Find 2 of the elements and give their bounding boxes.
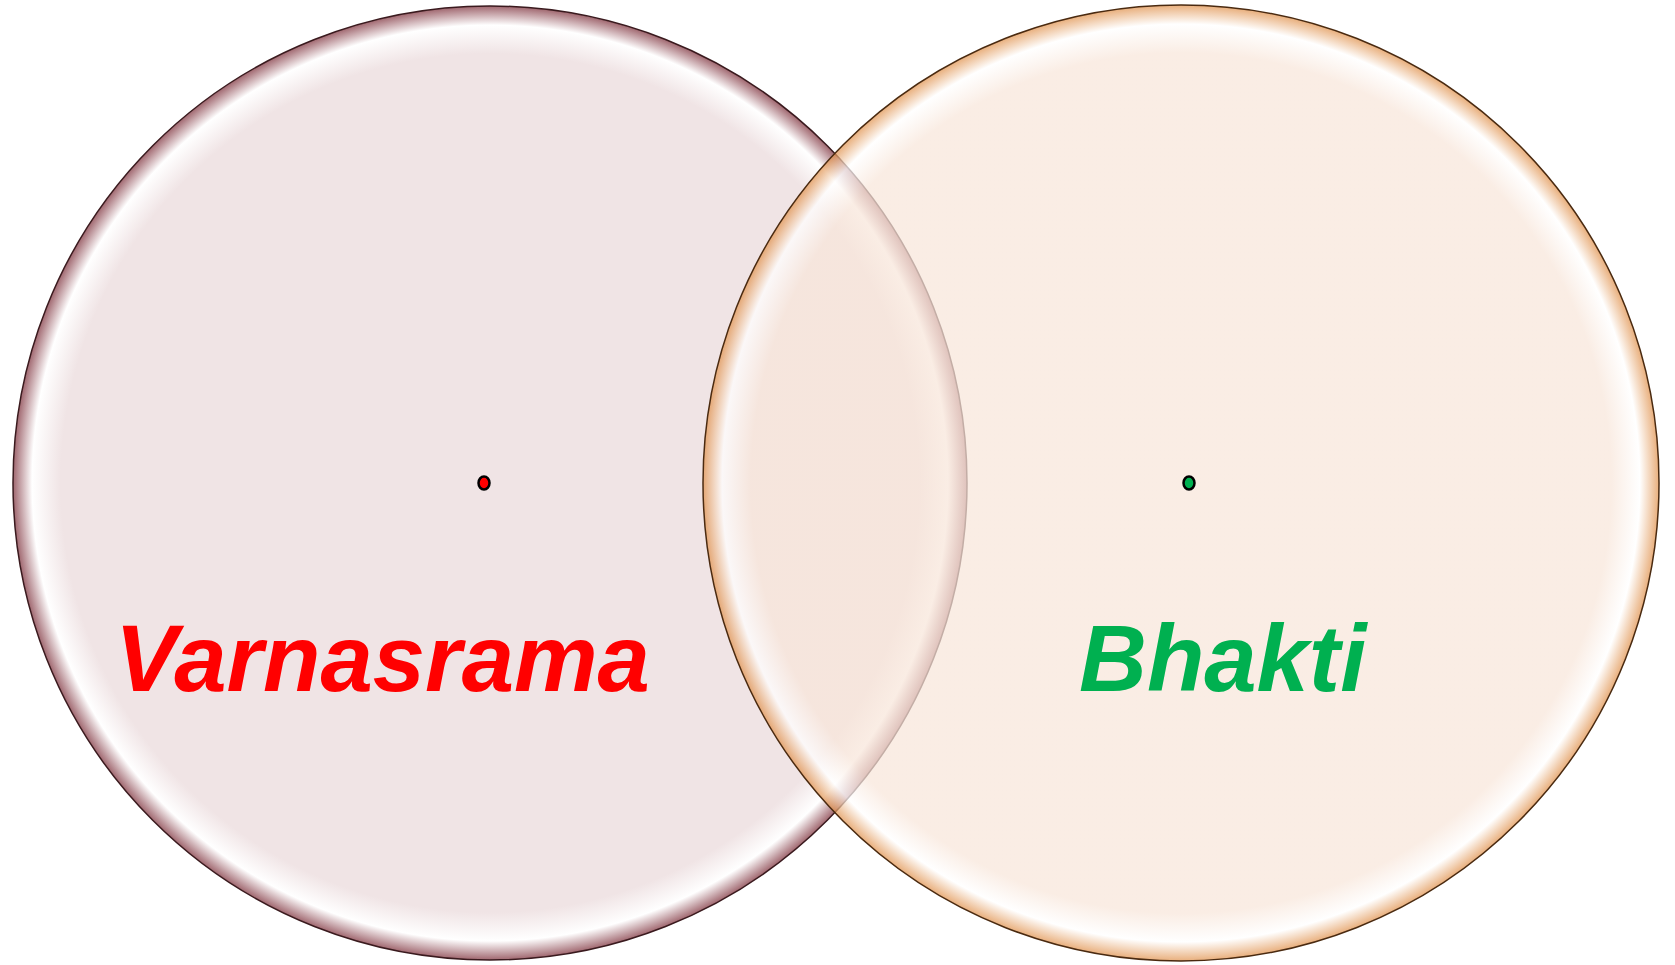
- set-label: Varnasrama: [115, 612, 650, 706]
- set-label: Bhakti: [1079, 612, 1367, 706]
